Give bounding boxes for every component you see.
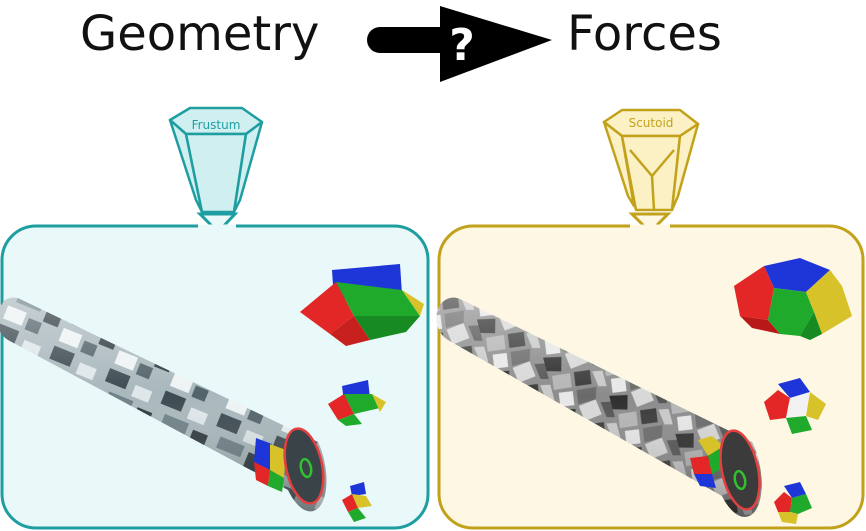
frustum-panel: Frustum: [0, 106, 430, 530]
frustum-cells-medium: [328, 380, 386, 426]
scutoid-tube: [436, 297, 762, 517]
frustum-tube: [0, 297, 327, 512]
scutoid-label: Scutoid: [629, 116, 674, 130]
frustum-cells-small: [342, 482, 372, 522]
scutoid-callout-pointer: [628, 212, 672, 235]
frustum-cells-large: [300, 264, 424, 346]
frustum-icon: Frustum: [168, 106, 264, 214]
header-arrow: ?: [367, 6, 552, 82]
scutoid-icon: Scutoid: [602, 108, 700, 212]
question-mark: ?: [449, 20, 475, 71]
forces-label: Forces: [567, 6, 722, 62]
geometry-label: Geometry: [80, 6, 320, 62]
scutoid-cells-small: [774, 482, 812, 524]
frustum-label: Frustum: [192, 118, 241, 132]
scutoid-cells-medium: [764, 378, 826, 434]
frustum-callout-pointer: [196, 212, 239, 235]
scutoid-cells-large: [734, 258, 852, 340]
scutoid-panel: Scutoid: [436, 108, 865, 530]
